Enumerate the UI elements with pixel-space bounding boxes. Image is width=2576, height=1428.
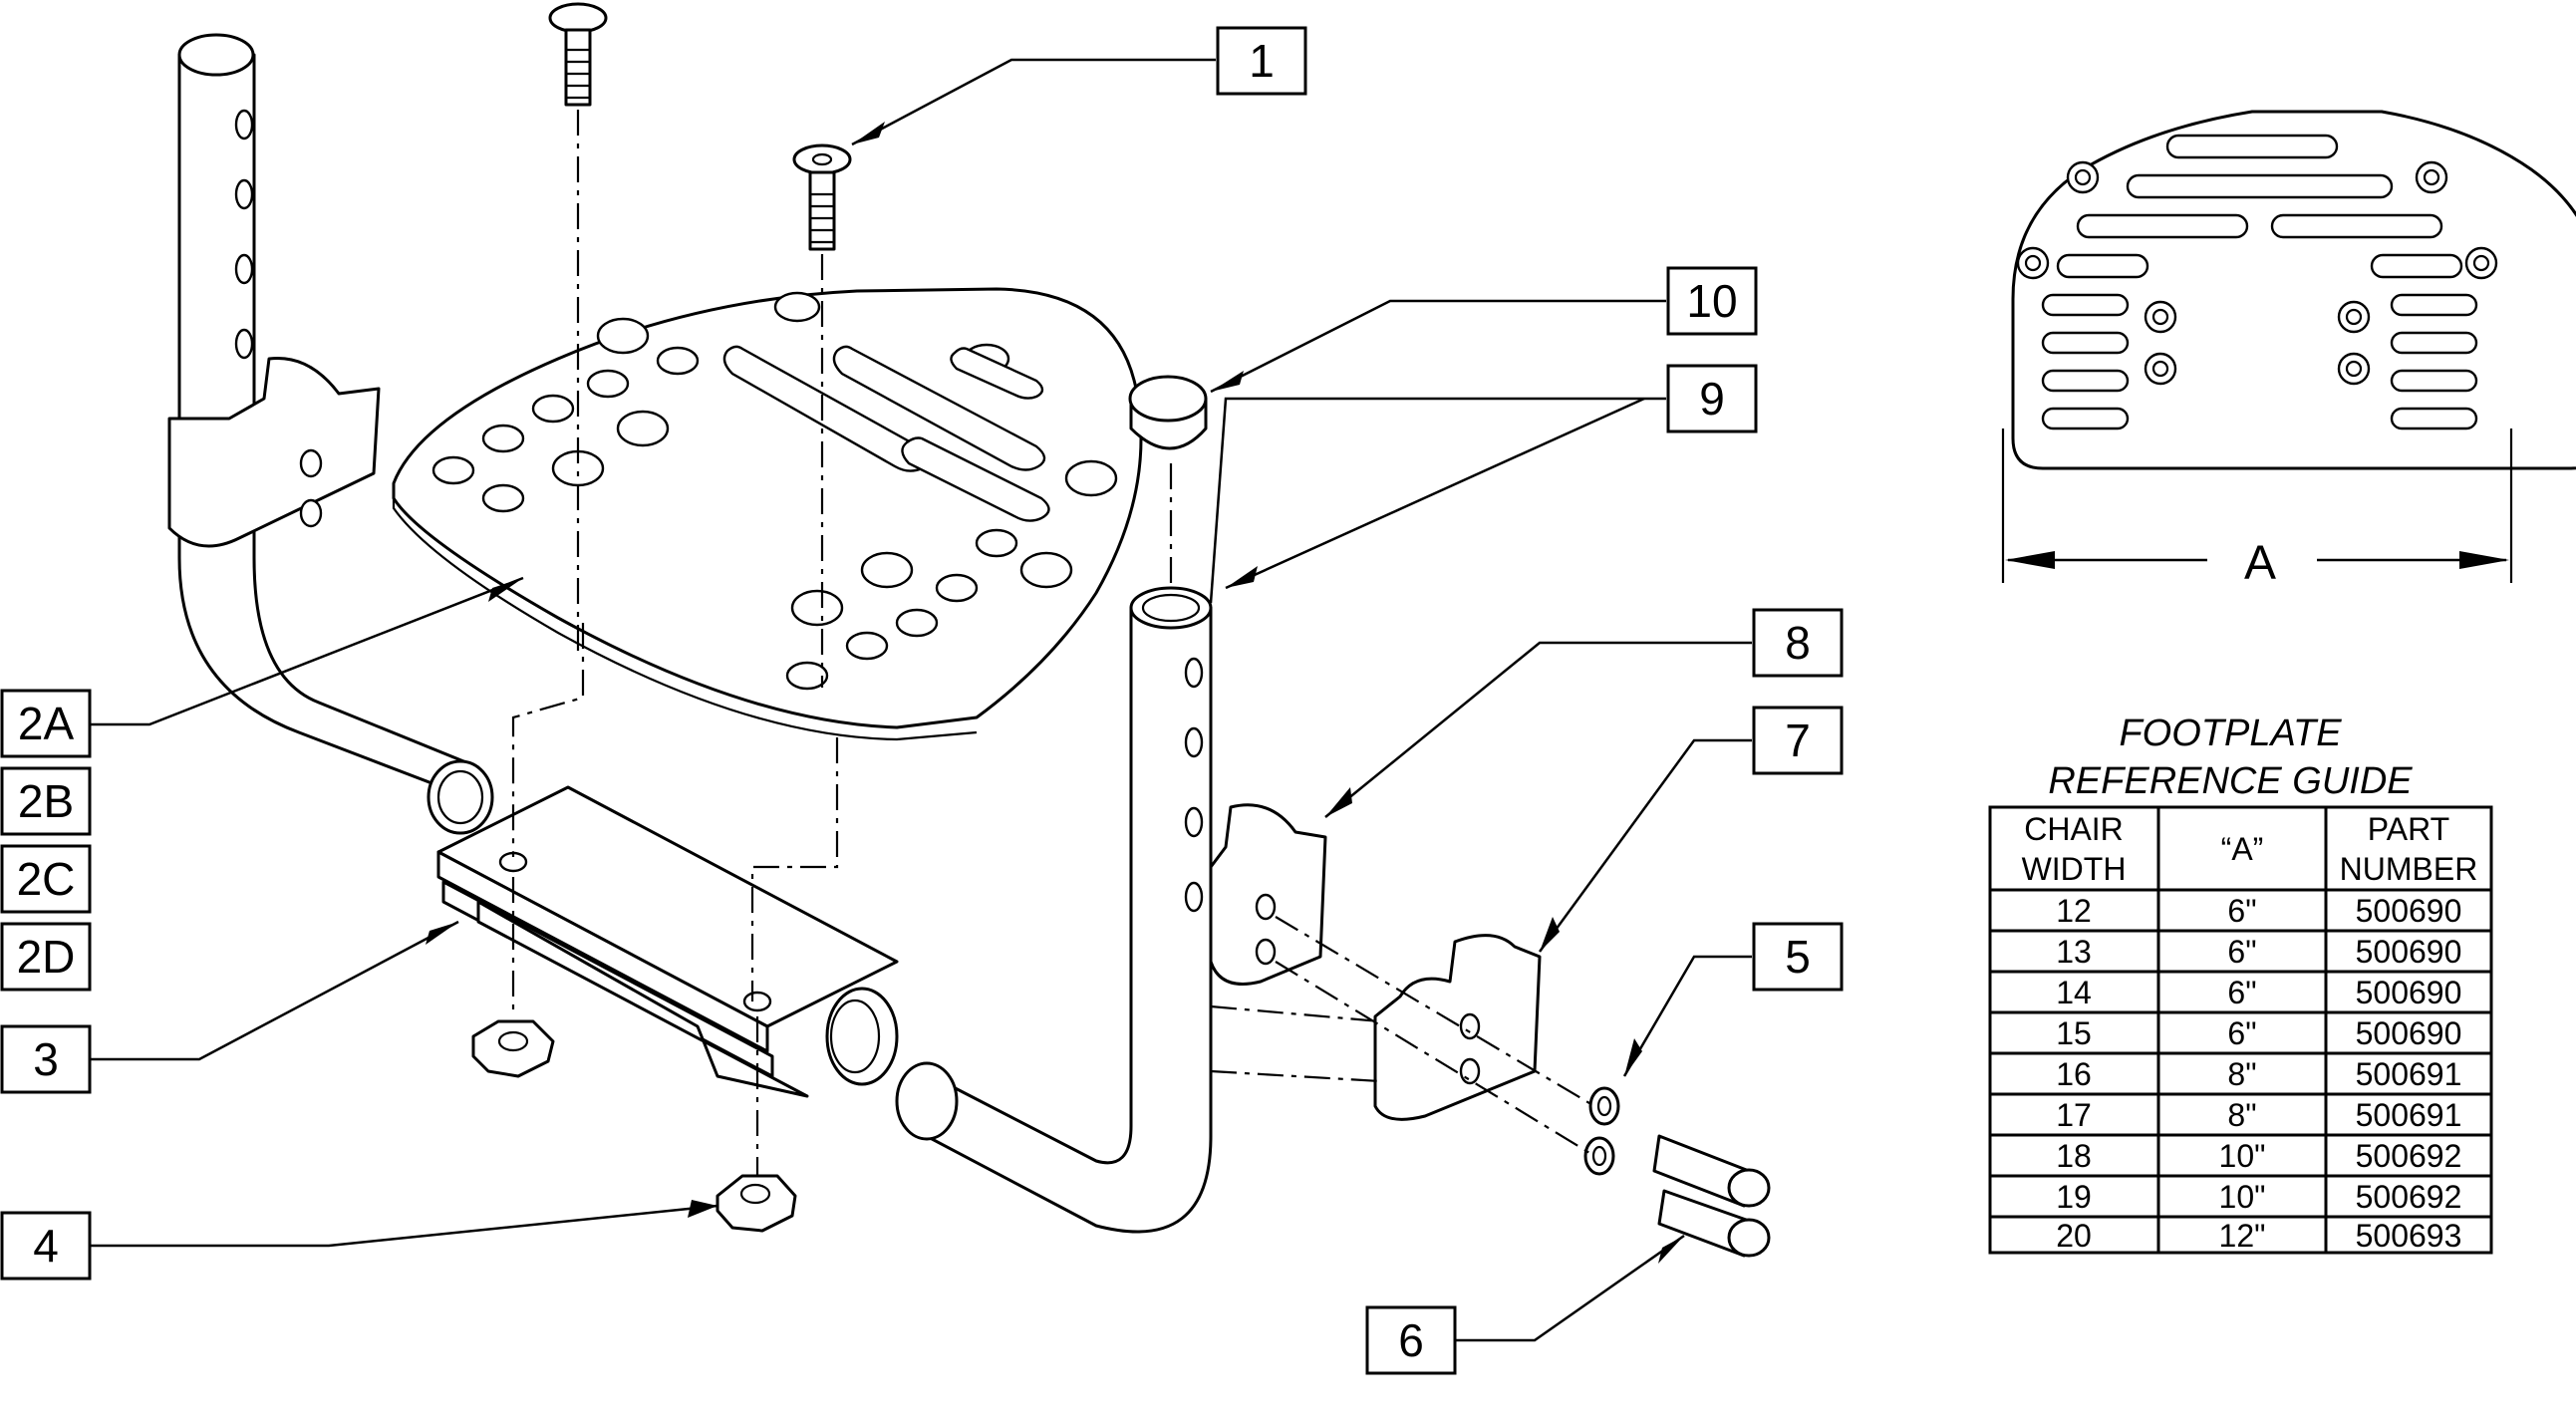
callout-3: 3 (0, 1024, 92, 1094)
cell-chair-width: 14 (2056, 975, 2092, 1010)
washers (1583, 1086, 1620, 1176)
cell-a: 6" (2227, 975, 2256, 1010)
callout-label: 1 (1249, 35, 1275, 87)
cell-chair-width: 18 (2056, 1138, 2092, 1174)
reference-guide: FOOTPLATE REFERENCE GUIDE CHAIR WIDTH “A… (1988, 713, 2493, 1255)
callout-label: 6 (1398, 1314, 1424, 1366)
clamp-lower (1373, 934, 1542, 1121)
bolts (1652, 1134, 1771, 1258)
table-row: 13 6" 500690 (2056, 934, 2461, 970)
clamp-upper (1209, 803, 1327, 986)
cell-part-number: 500690 (2356, 1015, 2462, 1051)
callout-label: 3 (33, 1033, 59, 1085)
callout-10: 10 (1666, 266, 1758, 336)
callout-label: 8 (1785, 617, 1811, 669)
cell-part-number: 500690 (2356, 893, 2462, 929)
cell-chair-width: 20 (2056, 1218, 2092, 1254)
cell-a: 8" (2227, 1056, 2256, 1092)
cell-a: 8" (2227, 1097, 2256, 1133)
cell-chair-width: 17 (2056, 1097, 2092, 1133)
cell-part-number: 500690 (2356, 934, 2462, 970)
screw-1 (792, 143, 852, 251)
cell-part-number: 500691 (2356, 1097, 2462, 1133)
cell-part-number: 500692 (2356, 1179, 2462, 1215)
callout-2a: 2A (0, 689, 92, 758)
callout-label: 9 (1699, 373, 1725, 425)
callout-label: 5 (1785, 931, 1811, 983)
footplate (392, 287, 1143, 741)
table-row: 15 6" 500690 (2056, 1015, 2461, 1051)
left-clamp (167, 356, 381, 548)
callout-6: 6 (1365, 1305, 1457, 1375)
cell-part-number: 500693 (2356, 1218, 2462, 1254)
cell-chair-width: 12 (2056, 893, 2092, 929)
nut-4 (716, 1174, 797, 1233)
cell-chair-width: 15 (2056, 1015, 2092, 1051)
reference-title-line2: REFERENCE GUIDE (2048, 760, 2413, 802)
footrest-assembly-drawing (167, 2, 1771, 1258)
table-row: 14 6" 500690 (2056, 975, 2461, 1010)
cell-a: 12" (2219, 1218, 2266, 1254)
callout-5: 5 (1752, 922, 1844, 992)
callout-label: 2C (17, 853, 76, 905)
dimension-a-label: A (2244, 537, 2276, 590)
callout-label: 2A (18, 698, 75, 749)
tube-cap (1128, 375, 1208, 450)
callout-8: 8 (1752, 608, 1844, 678)
table-row: 19 10" 500692 (2056, 1179, 2461, 1215)
callout-label: 7 (1785, 714, 1811, 766)
mounting-bracket (436, 785, 899, 1098)
left-hanger-tube (177, 33, 494, 835)
cell-a: 6" (2227, 1015, 2256, 1051)
cell-a: 10" (2219, 1179, 2266, 1215)
cell-a: 10" (2219, 1138, 2266, 1174)
callout-label: 4 (33, 1220, 59, 1272)
header-chair-width-line2: WIDTH (2022, 851, 2127, 887)
callout-2c: 2C (0, 844, 92, 914)
reference-title-line1: FOOTPLATE (2119, 713, 2342, 754)
cell-chair-width: 13 (2056, 934, 2092, 970)
footplate-top-view: A (2001, 110, 2576, 590)
table-row: 18 10" 500692 (2056, 1138, 2461, 1174)
cell-a: 6" (2227, 893, 2256, 929)
callout-label: 2D (17, 931, 76, 983)
callout-7: 7 (1752, 706, 1844, 775)
header-part-number-line2: NUMBER (2340, 851, 2478, 887)
cell-a: 6" (2227, 934, 2256, 970)
callout-2d: 2D (0, 922, 92, 992)
callout-2b: 2B (0, 766, 92, 836)
cell-chair-width: 16 (2056, 1056, 2092, 1092)
cell-part-number: 500690 (2356, 975, 2462, 1010)
table-row: 12 6" 500690 (2056, 893, 2461, 929)
header-part-number-line1: PART (2368, 811, 2449, 847)
callout-label: 10 (1686, 275, 1737, 327)
screw-top-left (548, 2, 608, 107)
callout-label: 2B (18, 775, 74, 827)
leader-lines (90, 58, 1752, 1342)
table-row: 16 8" 500691 (2056, 1056, 2461, 1092)
callout-9: 9 (1666, 364, 1758, 433)
table-row: 17 8" 500691 (2056, 1097, 2461, 1133)
nut-upper (471, 1019, 555, 1078)
header-chair-width-line1: CHAIR (2024, 811, 2124, 847)
callout-4: 4 (0, 1211, 92, 1281)
cell-part-number: 500692 (2356, 1138, 2462, 1174)
cell-chair-width: 19 (2056, 1179, 2092, 1215)
cell-part-number: 500691 (2356, 1056, 2462, 1092)
reference-table: CHAIR WIDTH “A” PART NUMBER 12 6" 500690… (1988, 805, 2493, 1255)
right-hanger-tube (895, 586, 1213, 1234)
header-a: “A” (2221, 831, 2264, 867)
table-row: 20 12" 500693 (2056, 1218, 2461, 1254)
callout-1: 1 (1216, 26, 1307, 96)
